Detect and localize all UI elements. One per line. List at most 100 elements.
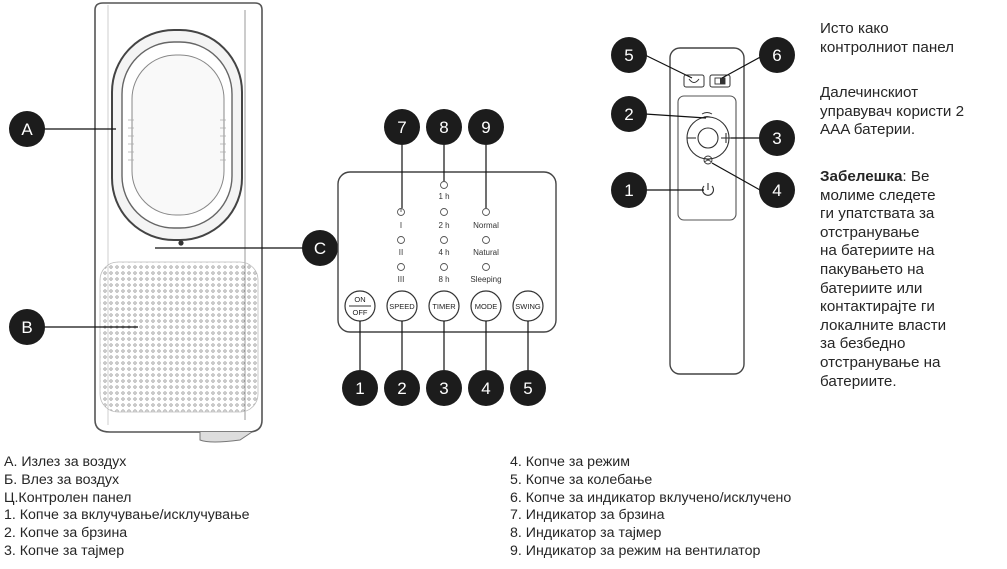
note-label-rest: : Ве: [902, 168, 930, 185]
air-inlet: [99, 261, 259, 413]
legend-item: 7. Индикатор за брзина: [510, 507, 665, 524]
timer-indicator-group: 1 h 2 h 4 h 8 h: [438, 181, 450, 284]
callout-3-label: 3: [439, 379, 448, 398]
callout-4-label: 4: [481, 379, 490, 398]
battery-line-1: Далечинскиот: [820, 84, 919, 101]
on-off-button[interactable]: ON OFF: [344, 290, 376, 322]
speed-button[interactable]: SPEED: [386, 290, 418, 322]
timer-button[interactable]: TIMER: [428, 290, 460, 322]
callout-1-label: 1: [355, 379, 364, 398]
remote-mode-icon[interactable]: [703, 155, 713, 165]
disposal-line-10: отстранување на: [820, 353, 941, 371]
legend-item: А. Излез за воздух: [4, 454, 127, 470]
callout-3: 3: [426, 370, 462, 406]
legend-item: 6. Копче за индикатор вклучено/исклучено: [510, 489, 792, 506]
battery-line-3: AAA батерии.: [820, 121, 916, 139]
swing-button[interactable]: SWING: [512, 290, 544, 322]
remote-same-as-panel-note: Исто како контролниот панел: [820, 20, 954, 57]
remote-callout-1: 1: [611, 172, 647, 208]
timer-level-4: 8 h: [438, 275, 449, 284]
remote-swing-button[interactable]: [683, 74, 705, 88]
timer-level-2: 2 h: [438, 221, 449, 230]
battery-line-2: управувач користи 2: [820, 102, 965, 120]
on-label: ON: [354, 295, 365, 304]
remote-callout-3: 3: [759, 120, 795, 156]
remote-callout-2-label: 2: [624, 105, 633, 124]
note-line-1: Исто како: [820, 20, 889, 37]
remote-callout-1-label: 1: [624, 181, 633, 200]
mode-level-3: Sleeping: [470, 275, 501, 284]
legend-item: Ц.Контролен панел: [4, 489, 132, 506]
callout-2: 2: [384, 370, 420, 406]
legend-right: 4. Копче за режим 5. Копче за колебање 6…: [510, 454, 791, 561]
disposal-line-8: локалните власти: [820, 316, 947, 334]
remote-callout-6-label: 6: [772, 46, 781, 65]
callout-7-label: 7: [397, 118, 406, 137]
timer-level-3: 4 h: [438, 248, 449, 257]
remote-callout-5-label: 5: [624, 46, 633, 65]
callout-2-label: 2: [397, 379, 406, 398]
disposal-line-11: батериите.: [820, 372, 897, 390]
legend-left: А. Излез за воздух Б. Влез за воздух Ц.К…: [4, 454, 250, 561]
note-label: Забелешка: [820, 168, 903, 185]
note-line-2: контролниот панел: [820, 38, 955, 56]
callout-C: C: [302, 230, 338, 266]
callout-9-label: 9: [481, 118, 490, 137]
legend-item: 3. Копче за тајмер: [4, 542, 125, 559]
remote-callout-6: 6: [759, 37, 795, 73]
timer-button-label: TIMER: [432, 302, 456, 311]
mode-level-1: Normal: [473, 221, 499, 230]
speed-indicator-group: I II III: [397, 208, 405, 284]
disposal-line-2: ги упатствата за: [820, 205, 935, 223]
callout-8: 8: [426, 109, 462, 145]
callout-8-label: 8: [439, 118, 448, 137]
callout-A: A: [9, 111, 45, 147]
control-panel: I II III 1 h 2 h 4 h 8 h Normal Natural …: [337, 171, 557, 333]
callout-5: 5: [510, 370, 546, 406]
air-outlet: [111, 29, 243, 241]
callout-B-label: B: [21, 318, 32, 337]
speed-button-label: SPEED: [389, 302, 415, 311]
disposal-line-1: молиме следете: [820, 186, 936, 204]
remote-plus-button[interactable]: [721, 133, 731, 143]
remote-control: [669, 47, 745, 375]
legend-item: 8. Индикатор за тајмер: [510, 525, 662, 542]
callout-A-label: A: [21, 120, 33, 139]
speed-level-3: III: [398, 275, 405, 284]
remote-callout-2: 2: [611, 96, 647, 132]
remote-callout-4: 4: [759, 172, 795, 208]
fan-unit: [94, 2, 263, 443]
legend-item: 4. Копче за режим: [510, 454, 630, 470]
callout-5-label: 5: [523, 379, 532, 398]
legend-item: 5. Копче за колебање: [510, 471, 653, 488]
disposal-line-4: на батериите на: [820, 242, 935, 260]
mode-button[interactable]: MODE: [470, 290, 502, 322]
disposal-line-3: отстранување: [820, 223, 920, 241]
remote-power-button[interactable]: [701, 183, 715, 196]
callout-B: B: [9, 309, 45, 345]
callout-1: 1: [342, 370, 378, 406]
legend-item: Б. Влез за воздух: [4, 471, 120, 488]
disposal-note: Забелешка: Ве молиме следете ги упатства…: [820, 168, 946, 391]
mode-level-2: Natural: [473, 248, 499, 257]
off-label: OFF: [353, 308, 368, 317]
callout-4: 4: [468, 370, 504, 406]
swing-button-label: SWING: [515, 302, 541, 311]
remote-callout-4-label: 4: [772, 181, 781, 200]
remote-callout-5: 5: [611, 37, 647, 73]
speed-level-2: II: [399, 248, 403, 257]
disposal-line-9: за безбедно: [820, 335, 906, 353]
mode-indicator-group: Normal Natural Sleeping: [470, 208, 502, 284]
disposal-line-5: пакувањето на: [820, 260, 924, 278]
callout-9: 9: [468, 109, 504, 145]
disposal-line-7: контактирајте ги: [820, 298, 935, 316]
callout-C-label: C: [314, 239, 326, 258]
mode-button-label: MODE: [475, 302, 498, 311]
remote-indicator-button[interactable]: [709, 74, 731, 88]
legend-item: 9. Индикатор за режим на вентилатор: [510, 542, 761, 559]
remote-battery-note: Далечинскиот управувач користи 2 AAA бат…: [820, 84, 964, 140]
disposal-line-6: батериите или: [820, 279, 923, 297]
timer-level-1: 1 h: [438, 192, 449, 201]
callout-7: 7: [384, 109, 420, 145]
